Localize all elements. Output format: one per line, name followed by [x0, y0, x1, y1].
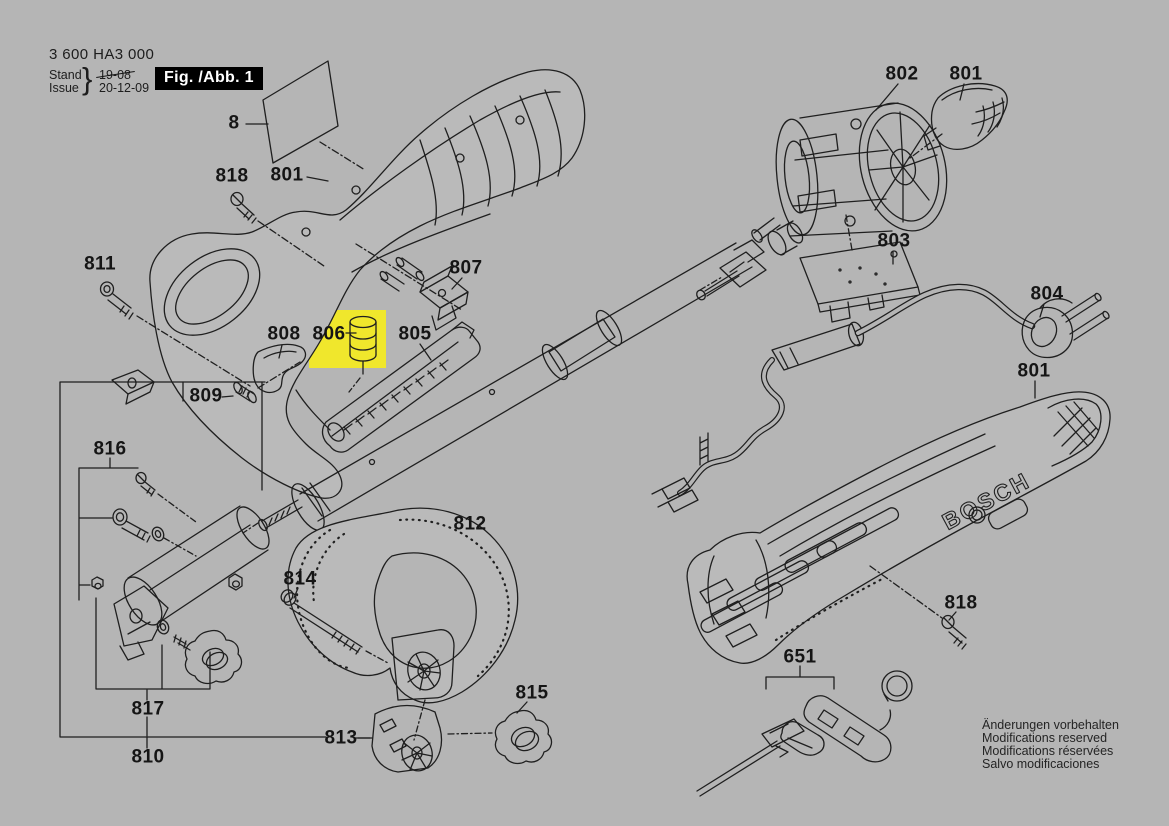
star-knob-817-drawing [156, 619, 243, 685]
superseded-date: 19-08 [99, 68, 131, 82]
part-label-801-cover[interactable]: 801 [949, 63, 983, 85]
cover-801-top-right-drawing [909, 83, 1008, 159]
part-label-802[interactable]: 802 [885, 63, 919, 85]
document-number: 3 600 HA3 000 [49, 46, 155, 63]
notice-de: Änderungen vorbehalten [982, 718, 1119, 732]
loop-handle-812-drawing [287, 507, 519, 741]
guard-rail-805-drawing [321, 321, 481, 453]
part-label-807[interactable]: 807 [449, 257, 483, 279]
part-label-8[interactable]: 8 [228, 112, 240, 134]
notice-en: Modifications reserved [982, 731, 1108, 745]
upper-housing-801-drawing [149, 69, 586, 499]
fasteners-816-drawing [91, 471, 243, 591]
part-label-806-highlighted[interactable]: 806 [312, 323, 346, 345]
screw-811-drawing [99, 281, 251, 387]
modifications-notice: Änderungen vorbehalten Modifications res… [982, 719, 1119, 771]
revision-brace: } [82, 61, 93, 96]
lever-808-drawing [252, 343, 307, 394]
pins-and-switch-807-drawing [355, 243, 469, 331]
power-cord-804-drawing [651, 283, 1110, 513]
label-plate-8-drawing [245, 60, 366, 171]
part-label-814[interactable]: 814 [283, 568, 317, 590]
notice-es: Salvo modificaciones [982, 757, 1100, 771]
part-label-812[interactable]: 812 [453, 513, 487, 535]
issue-date: 20-12-09 [99, 81, 150, 95]
part-label-805[interactable]: 805 [398, 323, 432, 345]
grub-pin-809-drawing [221, 361, 301, 404]
main-housing-801-drawing: BOSCH [686, 380, 1111, 664]
star-knob-815-drawing [494, 701, 553, 765]
issue-label: Issue [49, 81, 79, 95]
screw-818-top-drawing [230, 191, 325, 267]
clamp-half-top-drawing [111, 369, 155, 405]
part-label-804[interactable]: 804 [1030, 283, 1064, 305]
part-label-813[interactable]: 813 [324, 727, 358, 749]
spring-806-drawing [345, 315, 377, 393]
part-label-811[interactable]: 811 [84, 253, 116, 275]
part-label-817[interactable]: 817 [131, 698, 165, 720]
pcb-803-drawing [799, 214, 921, 323]
hanger-kit-651-drawing [696, 665, 913, 797]
part-label-818-top[interactable]: 818 [215, 165, 249, 187]
part-label-810[interactable]: 810 [131, 746, 165, 768]
superseded-date-text: 19-08 [99, 68, 131, 82]
part-label-803[interactable]: 803 [877, 230, 911, 252]
notice-fr: Modifications réservées [982, 744, 1114, 758]
part-label-809[interactable]: 809 [189, 385, 223, 407]
part-label-818-bottom[interactable]: 818 [944, 592, 978, 614]
clamp-813-drawing [357, 704, 493, 773]
boom-clamp-cylinder-drawing [113, 505, 270, 661]
part-label-801-upper[interactable]: 801 [270, 164, 304, 186]
part-label-801-lower[interactable]: 801 [1017, 360, 1051, 382]
screw-818-bottom-drawing [941, 611, 967, 650]
stand-label: Stand [49, 68, 82, 82]
part-label-815[interactable]: 815 [515, 682, 549, 704]
part-label-651[interactable]: 651 [783, 646, 817, 668]
part-label-808[interactable]: 808 [267, 323, 301, 345]
group-brackets-810-816-817 [59, 381, 373, 749]
bolt-814-drawing [280, 587, 389, 664]
figure-badge: Fig. /Abb. 1 [155, 67, 263, 90]
motor-802-drawing [751, 83, 948, 243]
part-label-816[interactable]: 816 [93, 438, 127, 460]
